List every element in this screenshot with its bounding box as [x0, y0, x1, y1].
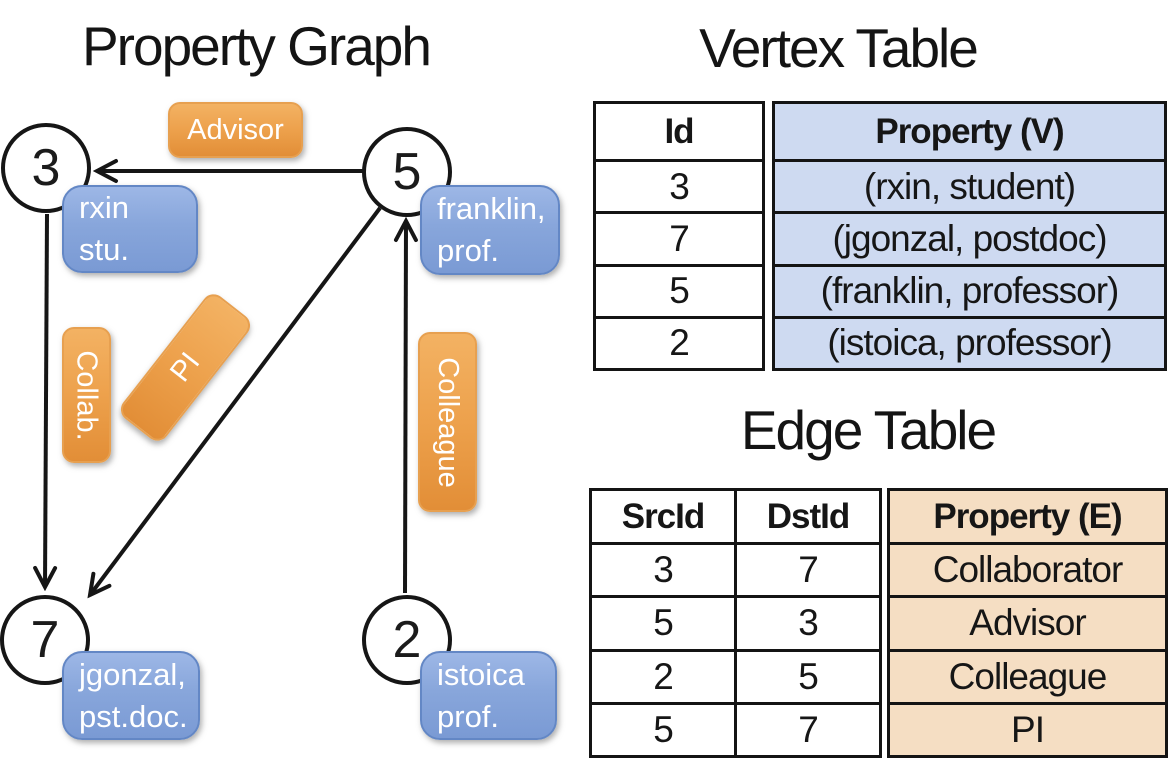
edge-property-cell: Advisor [890, 598, 1165, 649]
property-line: rxin [79, 190, 129, 225]
vertex-property-cell: (istoica, professor) [775, 318, 1164, 368]
node-id-label: 3 [31, 139, 61, 197]
edge-label-text: Collab. [71, 349, 103, 441]
property-line: prof. [437, 233, 500, 268]
node-property-card-istoica: istoica prof. [420, 651, 557, 740]
column-header-srcid: SrcId [592, 491, 734, 542]
edge-src-cell: 3 [592, 545, 734, 596]
edge-property-cell: Collaborator [890, 545, 1165, 596]
edge-dst-cell: 7 [737, 704, 879, 755]
edge-line-collab-3-to-7 [45, 213, 47, 587]
vertex-table-title: Vertex Table [699, 17, 979, 79]
edge-table-title: Edge Table [740, 399, 997, 461]
vertex-table-property-column: Property (V) (rxin, student) (jgonzal, p… [772, 101, 1167, 371]
vertex-property-cell: (jgonzal, postdoc) [775, 214, 1164, 264]
node-property-card-franklin: franklin, prof. [420, 185, 560, 275]
vertex-property-cell: (rxin, student) [775, 162, 1164, 212]
vertex-property-cell: (franklin, professor) [775, 266, 1164, 316]
edge-src-cell: 2 [592, 651, 734, 702]
node-id-label: 2 [392, 611, 422, 669]
edge-label-text: Colleague [432, 356, 465, 488]
edge-label-pill-colleague: Colleague [418, 332, 477, 512]
graph-edges-layer [0, 0, 585, 760]
property-graph-panel: Property Graph 3 5 7 2 Advisor Collab. [0, 0, 585, 760]
edge-src-cell: 5 [592, 598, 734, 649]
edge-dst-cell: 3 [737, 598, 879, 649]
property-line: pst.doc. [79, 698, 188, 734]
edge-label-text: PI [164, 346, 207, 388]
vertex-id-cell: 3 [596, 162, 762, 212]
edge-dst-cell: 5 [737, 651, 879, 702]
column-header-property-v: Property (V) [775, 104, 1164, 159]
edge-label-pill-advisor: Advisor [168, 102, 303, 158]
node-circle-5: 5 [362, 127, 452, 217]
vertex-id-cell: 5 [596, 266, 762, 316]
edge-table-property-column: Property (E) Collaborator Advisor Collea… [887, 488, 1168, 758]
property-line: istoica [437, 656, 525, 692]
edge-line-pi-5-to-7 [90, 206, 382, 595]
vertex-id-cell: 2 [596, 318, 762, 368]
edge-property-cell: Colleague [890, 651, 1165, 702]
vertex-table-id-column: Id 3 7 5 2 [593, 101, 765, 371]
node-circle-2: 2 [362, 595, 452, 685]
edge-dst-cell: 7 [737, 545, 879, 596]
edge-src-cell: 5 [592, 704, 734, 755]
column-header-dstid: DstId [737, 491, 879, 542]
vertex-id-cell: 7 [596, 214, 762, 264]
node-property-card-rxin: rxin stu. [62, 185, 198, 273]
node-property-card-jgonzal: jgonzal, pst.doc. [62, 651, 200, 740]
edge-line-colleague-2-to-5 [405, 221, 406, 594]
property-line: prof. [437, 698, 500, 734]
property-line: stu. [79, 232, 129, 267]
column-header-id: Id [596, 104, 762, 159]
column-header-property-e: Property (E) [890, 491, 1165, 542]
edge-property-cell: PI [890, 704, 1165, 755]
node-id-label: 7 [30, 611, 60, 669]
edge-label-text: Advisor [187, 113, 284, 146]
property-line: jgonzal, [79, 656, 186, 692]
property-line: franklin, [437, 191, 546, 226]
edge-table-id-columns: SrcId DstId 3 7 5 3 2 5 5 7 [589, 488, 882, 758]
edge-label-pill-collab: Collab. [62, 327, 111, 463]
node-id-label: 5 [392, 143, 422, 201]
property-graph-title: Property Graph [81, 15, 432, 77]
